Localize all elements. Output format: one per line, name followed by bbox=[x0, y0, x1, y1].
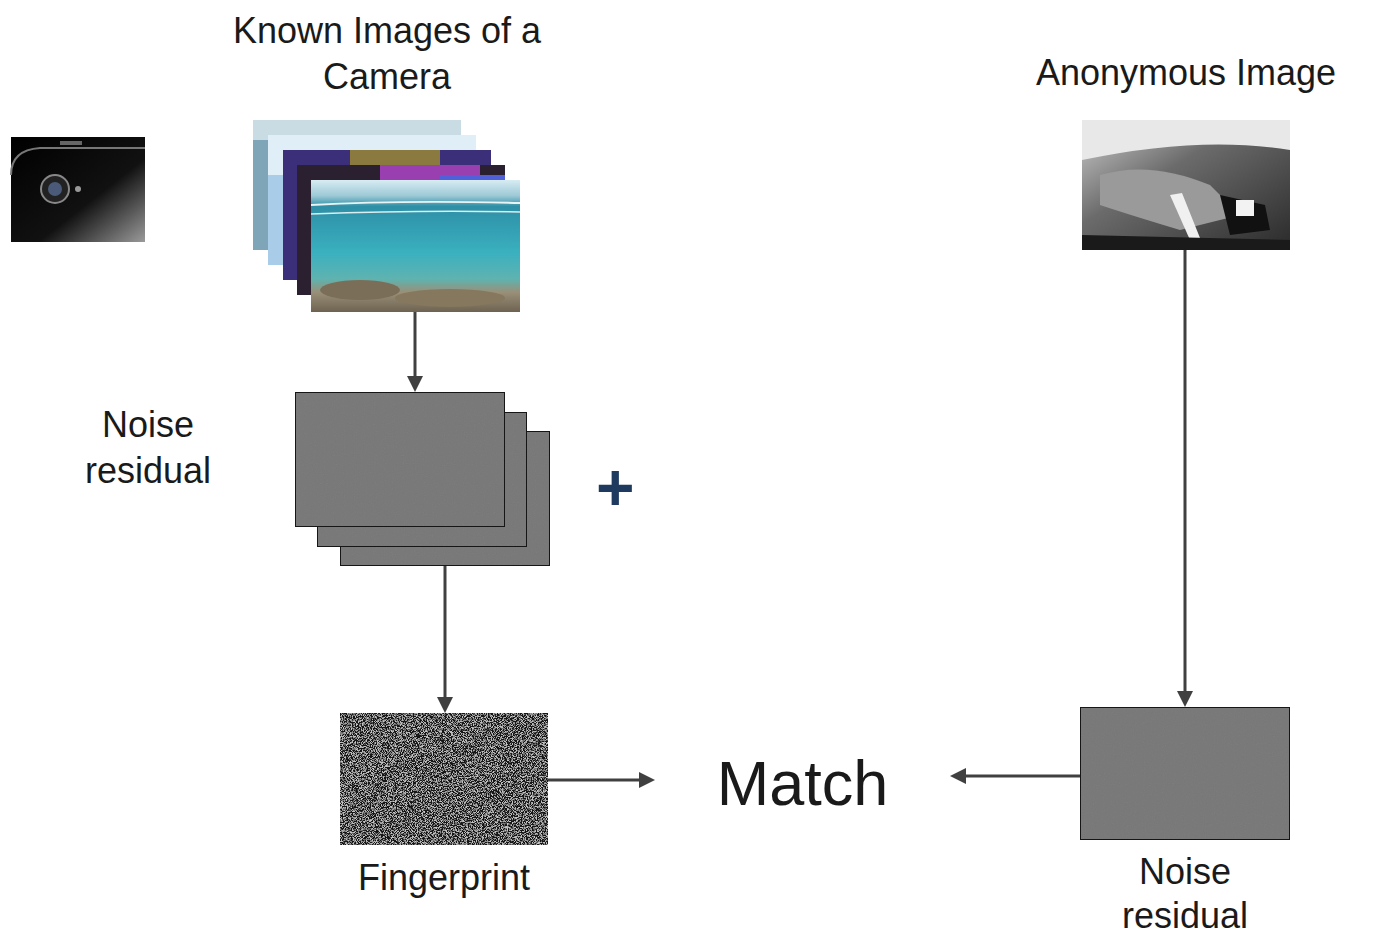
node-caption: Known Images of a Camera bbox=[222, 8, 552, 100]
arrow-head bbox=[950, 768, 966, 784]
arrow-line bbox=[1184, 250, 1187, 693]
anonymous-photo bbox=[1082, 120, 1290, 250]
arrow-line bbox=[964, 775, 1080, 778]
residual-pattern bbox=[1080, 707, 1290, 840]
arrow-line bbox=[548, 779, 641, 782]
anonymous-image-node: Anonymous Image bbox=[1082, 120, 1290, 250]
fingerprint-node: Fingerprint bbox=[340, 713, 548, 845]
flow-arrow bbox=[950, 768, 1080, 784]
node-caption: Noise residual bbox=[1085, 850, 1285, 938]
photo-stack bbox=[253, 120, 520, 312]
arrow-line bbox=[414, 312, 417, 378]
flow-arrow bbox=[407, 312, 423, 392]
arrow-head bbox=[437, 697, 453, 713]
arrow-head bbox=[1177, 691, 1193, 707]
arrow-head bbox=[639, 772, 655, 788]
residual-stack bbox=[295, 392, 550, 566]
photo-stack-node: Known Images of a Camera bbox=[253, 120, 520, 312]
match-label: Match bbox=[655, 745, 950, 821]
arrow-line bbox=[444, 566, 447, 699]
node-caption: Noise residual bbox=[48, 402, 248, 494]
residual-stack-node: Noise residual bbox=[295, 392, 550, 566]
node-caption: Fingerprint bbox=[294, 855, 594, 901]
fingerprint-pattern bbox=[340, 713, 548, 845]
flow-arrow bbox=[548, 772, 655, 788]
arrow-head bbox=[407, 376, 423, 392]
flow-arrow bbox=[1177, 250, 1193, 707]
camera-icon bbox=[11, 137, 145, 242]
match-node: Match bbox=[655, 745, 950, 825]
node-caption: Anonymous Image bbox=[1012, 50, 1360, 96]
residual-node: Noise residual bbox=[1080, 707, 1290, 840]
flow-arrow bbox=[437, 566, 453, 713]
plus-sign: + bbox=[596, 452, 635, 522]
